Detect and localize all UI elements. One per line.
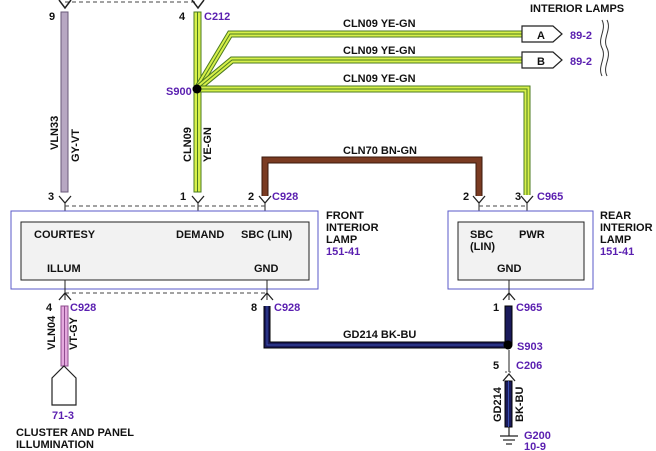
continuation-break-icon	[605, 19, 609, 77]
rear-lamp-title: REAR	[600, 210, 631, 222]
rear-lamp-title: INTERIOR	[600, 222, 653, 234]
wire-stripe	[196, 33, 522, 90]
rear-pwr-label: PWR	[519, 229, 545, 241]
wire-fill	[262, 157, 482, 196]
cluster-ref: 71-3	[52, 410, 74, 422]
splice-label-s903: S903	[517, 341, 543, 353]
front-lamp-title: LAMP	[326, 234, 357, 246]
wire-label: CLN09 YE-GN	[343, 73, 416, 85]
wire-stripe	[266, 306, 508, 346]
pin-label: 4	[46, 302, 53, 314]
wire-color-label: VT-GY	[68, 316, 80, 350]
wire-circuit-label: GD214	[492, 386, 504, 422]
front-gnd-label: GND	[254, 263, 279, 275]
top-arrow-left	[58, 0, 72, 10]
rear-lamp-title: LAMP	[600, 234, 631, 246]
front-illum-label: ILLUM	[47, 263, 81, 275]
pin-arrow	[502, 373, 516, 382]
pin-label: 1	[493, 302, 499, 314]
splice-s900	[192, 84, 202, 94]
connector-label-c206: C206	[516, 360, 542, 372]
front-demand-label: DEMAND	[176, 229, 224, 241]
wire-label: CLN09 YE-GN	[343, 18, 416, 30]
tab-a-arrow	[521, 25, 563, 43]
tab-b-arrow	[521, 51, 563, 69]
wire-circuit-label: VLN04	[46, 315, 58, 350]
connector-label-c928: C928	[274, 302, 300, 314]
cluster-label: CLUSTER AND PANEL	[16, 427, 134, 439]
connector-label-c928: C928	[272, 191, 298, 203]
front-lamp-title: FRONT	[326, 210, 364, 222]
rear-sbc-label: SBC	[470, 229, 493, 241]
wire-gd214-vertical-upper	[504, 305, 513, 345]
pin-label: 9	[49, 11, 55, 23]
pin-arrow	[260, 292, 274, 301]
ground-label-g200: G200	[524, 430, 551, 442]
pin-arrow	[520, 195, 534, 204]
cluster-connector-shape	[51, 365, 77, 406]
wire-circuit-label: CLN09	[182, 127, 194, 162]
pin-arrow	[191, 195, 205, 204]
connector-label-c212: C212	[204, 11, 230, 23]
ref-a: 89-2	[570, 30, 592, 42]
pin-label: 1	[180, 191, 186, 203]
wire-vln33	[60, 11, 69, 193]
rear-gnd-label: GND	[497, 263, 522, 275]
front-courtesy-label: COURTESY	[34, 229, 96, 241]
ground-ref: 10-9	[524, 441, 546, 451]
front-lamp-ref: 151-41	[326, 246, 360, 258]
interior-lamps-title: INTERIOR LAMPS	[530, 3, 624, 15]
wire-stripe	[196, 59, 522, 90]
pin-arrow	[258, 195, 272, 204]
wire-color-label: BK-BU	[514, 387, 526, 422]
wire-label: CLN09 YE-GN	[343, 45, 416, 57]
rear-lamp-ref: 151-41	[600, 246, 634, 258]
splice-s903	[503, 340, 513, 350]
tab-a-label: A	[537, 30, 545, 42]
pin-arrow	[58, 292, 72, 301]
connector-label-c965: C965	[516, 302, 542, 314]
pin-label: 4	[179, 11, 186, 23]
pin-label: 8	[251, 302, 257, 314]
wire-label: CLN70 BN-GN	[343, 145, 417, 157]
wire-circuit-label: VLN33	[49, 116, 61, 150]
wire-color-label: YE-GN	[202, 127, 214, 162]
front-lamp-inner-box	[20, 221, 310, 281]
pin-label: 3	[48, 191, 54, 203]
front-lamp-title: INTERIOR	[326, 222, 379, 234]
top-arrow-right	[191, 0, 205, 10]
pin-label: 2	[248, 191, 254, 203]
ref-b: 89-2	[570, 56, 592, 68]
wire-label: GD214 BK-BU	[343, 329, 416, 341]
front-sbc-label: SBC (LIN)	[241, 229, 293, 241]
rear-sbc-label: (LIN)	[470, 241, 495, 253]
cluster-label: ILLUMINATION	[16, 439, 94, 451]
pin-arrow	[58, 195, 72, 204]
rear-lamp-inner-box	[457, 221, 585, 281]
continuation-break-icon	[600, 19, 604, 77]
pin-label: 3	[515, 191, 521, 203]
connector-label-c965: C965	[537, 191, 563, 203]
pin-arrow	[502, 292, 516, 301]
connector-label-c928: C928	[70, 302, 96, 314]
pin-arrow	[472, 195, 486, 204]
wire-color-label: GY-VT	[70, 129, 82, 162]
pin-label: 2	[463, 191, 469, 203]
tab-b-label: B	[537, 56, 545, 68]
wire-stripe	[197, 88, 528, 195]
splice-label-s900: S900	[166, 86, 192, 98]
pin-label: 5	[493, 360, 499, 372]
